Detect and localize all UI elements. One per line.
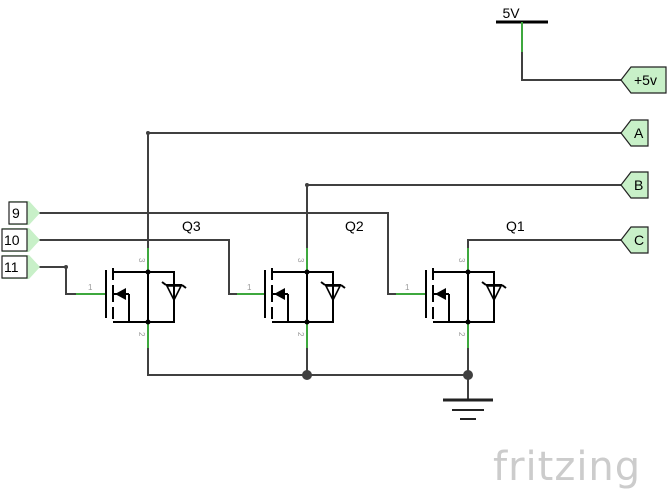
pin-number: 2 — [457, 332, 466, 337]
wire-input-11[interactable] — [34, 266, 76, 295]
wire-net-b[interactable] — [306, 184, 622, 248]
input-label: 9 — [12, 205, 20, 221]
ground-symbol[interactable] — [443, 398, 493, 420]
pin-number: 3 — [457, 258, 466, 263]
input-connector-9[interactable]: 9 — [8, 201, 40, 225]
pin-number: 2 — [137, 332, 146, 337]
pin-number: 1 — [405, 283, 410, 292]
wire-input-9[interactable] — [34, 212, 396, 295]
pin-number: 3 — [137, 258, 146, 263]
input-label: 11 — [4, 259, 19, 275]
net-label-5v[interactable]: +5v — [620, 66, 667, 94]
junction-dot — [463, 370, 473, 380]
mosfet-q1[interactable]: Q1 1 3 2 — [396, 218, 525, 348]
pin-number: 1 — [88, 283, 93, 292]
net-label-text: +5v — [634, 72, 657, 88]
mosfet-q2[interactable]: Q2 1 3 2 — [237, 218, 364, 348]
net-label-a[interactable]: A — [620, 119, 649, 147]
ref-designator: Q1 — [506, 218, 525, 234]
wire-net-c[interactable] — [467, 239, 622, 248]
junction-dot — [305, 183, 309, 187]
ref-designator: Q2 — [345, 218, 364, 234]
fritzing-watermark: fritzing — [493, 444, 641, 490]
pin-number: 1 — [247, 283, 252, 292]
junction-dot — [146, 131, 150, 135]
mosfet-q3[interactable]: Q3 1 3 2 — [76, 218, 201, 348]
pin-number: 3 — [296, 258, 305, 263]
input-connector-10[interactable]: 10 — [1, 228, 40, 252]
input-label: 10 — [4, 232, 20, 248]
wire-5v[interactable] — [521, 52, 622, 81]
junction-dot — [64, 265, 68, 269]
net-label-text: C — [634, 232, 644, 248]
net-label-c[interactable]: C — [620, 226, 649, 254]
power-label: 5V — [502, 5, 520, 21]
ref-designator: Q3 — [182, 218, 201, 234]
power-symbol-5v[interactable]: 5V — [496, 5, 548, 52]
wire-ground-bus[interactable] — [147, 348, 468, 376]
wires — [34, 52, 622, 400]
junctions — [64, 131, 473, 380]
wire-input-10[interactable] — [34, 239, 237, 295]
net-label-text: A — [634, 125, 644, 141]
pin-number: 2 — [296, 332, 305, 337]
input-connector-11[interactable]: 11 — [1, 255, 40, 279]
junction-dot — [302, 370, 312, 380]
wire-net-a[interactable] — [147, 132, 622, 248]
net-label-b[interactable]: B — [620, 171, 649, 199]
net-label-text: B — [634, 177, 643, 193]
